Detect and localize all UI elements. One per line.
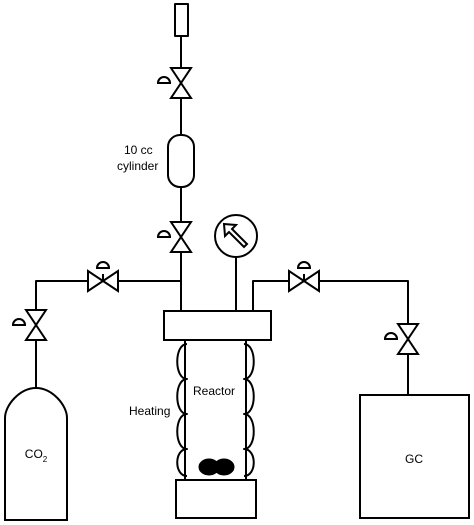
- reactor-head: [163, 310, 272, 341]
- gc-horizontal-valve: [288, 261, 320, 293]
- co2-cylinder: [4, 386, 68, 521]
- cylinder-label-line1: 10 cc: [124, 143, 153, 157]
- gc-vertical-valve: [383, 323, 420, 355]
- reactor-body: [184, 339, 247, 481]
- reactor-base: [175, 479, 257, 519]
- co2-label-main: CO: [24, 447, 43, 461]
- stir-ball-right: [213, 458, 235, 476]
- co2-feed-line: [35, 280, 181, 388]
- heating-coil-left: [176, 343, 188, 477]
- pressure-gauge: [214, 214, 258, 311]
- cylinder-label-line2: cylinder: [117, 159, 159, 173]
- reactor-label: Reactor: [193, 384, 236, 398]
- top-valve: [156, 67, 193, 99]
- top-vent-tube: [174, 3, 189, 37]
- co2-horizontal-valve: [87, 261, 119, 293]
- co2-label: CO2: [24, 447, 48, 464]
- heating-coil-right: [243, 343, 255, 477]
- ten-cc-cylinder: [167, 134, 195, 188]
- gc-box: [359, 394, 470, 519]
- heating-label: Heating: [129, 404, 171, 418]
- cylinder-valve: [156, 221, 193, 253]
- co2-vertical-valve: [11, 309, 48, 341]
- gc-label: GC: [405, 452, 423, 466]
- co2-label-sub: 2: [42, 455, 48, 464]
